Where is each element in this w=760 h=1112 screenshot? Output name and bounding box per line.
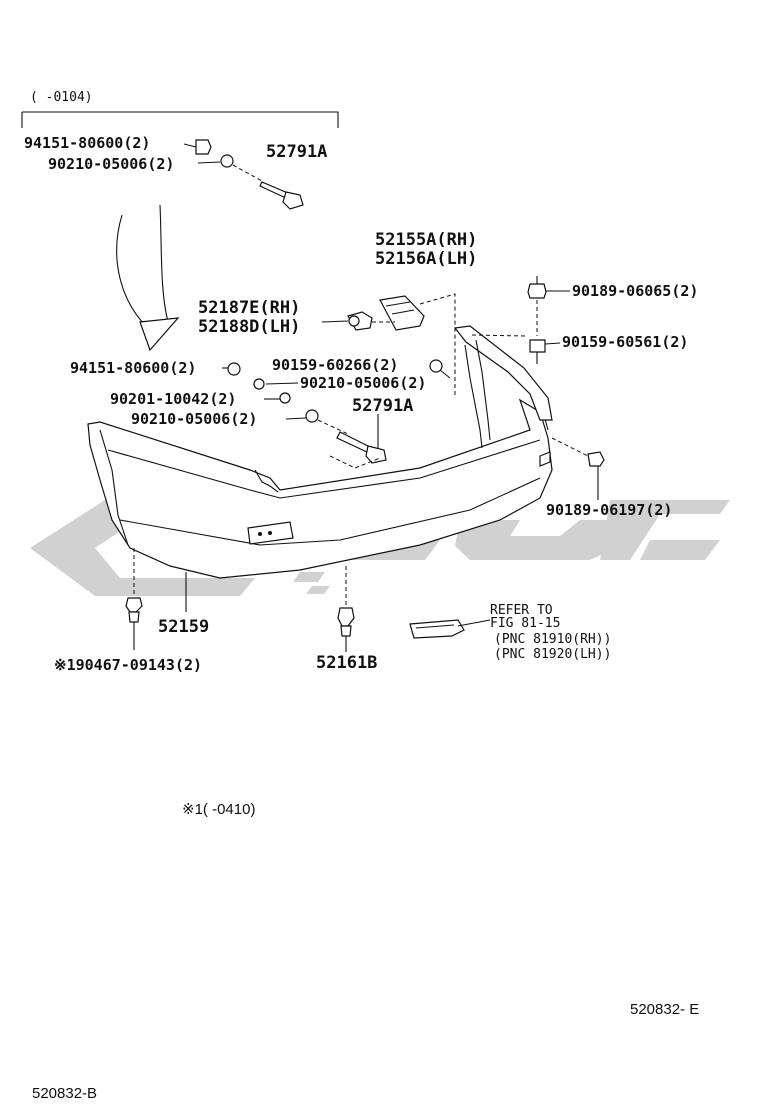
label-52791A-mid: 52791A: [352, 396, 413, 416]
clip-90189-06197: [587, 451, 605, 467]
label-52159: 52159: [158, 617, 209, 637]
label-94151-mid: 94151-80600(2): [70, 359, 196, 377]
nut-top: [195, 139, 212, 155]
label-94151-top: 94151-80600(2): [24, 134, 150, 152]
label-52155A: 52155A(RH): [375, 230, 477, 250]
refer-line1: REFER TO: [490, 603, 553, 618]
label-52187E: 52187E(RH): [198, 298, 300, 318]
range-label-top: ( -0104): [30, 90, 93, 105]
label-52188D: 52188D(LH): [198, 317, 300, 337]
label-90210-top: 90210-05006(2): [48, 155, 174, 173]
label-90210-mid2: 90210-05006(2): [131, 410, 257, 428]
screw-90159-60561: [529, 339, 546, 364]
label-90189-06197: 90189-06197(2): [546, 501, 672, 519]
washer-top: [220, 154, 234, 168]
washer-mid2: [305, 409, 319, 423]
refer-line3: (PNC 81910(RH)): [494, 632, 611, 647]
label-52156A: 52156A(LH): [375, 249, 477, 269]
label-90210-mid1: 90210-05006(2): [300, 374, 426, 392]
label-52791A-top: 52791A: [266, 142, 327, 162]
figure-code: 520832- E: [630, 1001, 699, 1018]
washer-mid1: [253, 378, 265, 390]
nut-94151-mid: [227, 362, 241, 376]
retainer-bracket: [379, 295, 425, 331]
label-90159-60266: 90159-60266(2): [272, 356, 398, 374]
arrow-curve-left: [116, 214, 151, 331]
clip-190467: [125, 597, 143, 650]
footnote: ※1( -0410): [182, 801, 255, 818]
washer-90201: [279, 392, 291, 404]
clip-52187E: [347, 311, 373, 331]
rear-reflector: [409, 619, 465, 639]
label-90159-60561: 90159-60561(2): [562, 333, 688, 351]
bolt-52791A-mid: [336, 431, 387, 464]
label-52161B: 52161B: [316, 653, 377, 673]
bolt-52791A-top: [259, 181, 304, 210]
refer-line4: (PNC 81920(LH)): [494, 647, 611, 662]
label-190467: ※190467-09143(2): [54, 656, 202, 674]
rear-bumper-cover: [87, 325, 553, 579]
clip-52161B: [337, 607, 355, 652]
arrow-head: [139, 317, 180, 352]
label-90201: 90201-10042(2): [110, 390, 236, 408]
bottom-code: 520832-B: [32, 1085, 97, 1102]
arrow-curve-right: [159, 204, 169, 323]
refer-line2: FIG 81-15: [490, 616, 560, 631]
screw-90159-60266: [429, 359, 451, 379]
nut-90189-06065: [527, 276, 547, 299]
range-bracket: [21, 111, 339, 128]
label-90189-06065: 90189-06065(2): [572, 282, 698, 300]
